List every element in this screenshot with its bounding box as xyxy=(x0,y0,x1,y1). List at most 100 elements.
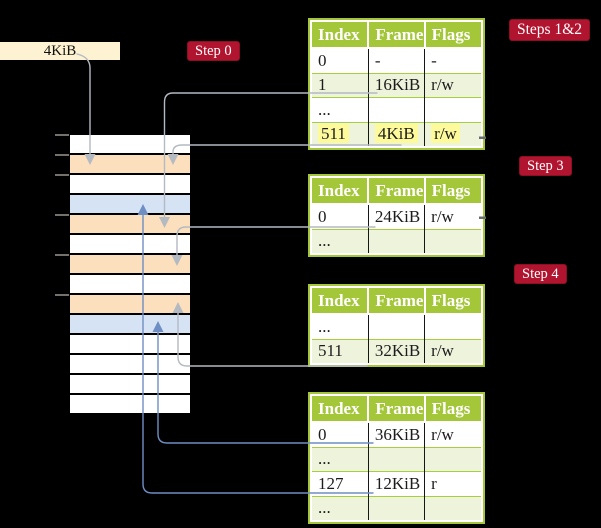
memory-frame-row-blue xyxy=(70,195,190,215)
table-cell xyxy=(424,313,481,339)
column-header: Frame xyxy=(367,396,425,422)
column-header: Flags xyxy=(423,178,481,204)
memory-frame-row-white xyxy=(70,355,190,375)
table-cell: 0 xyxy=(312,421,369,447)
table-cell: 24KiB xyxy=(367,203,425,229)
table-cell xyxy=(367,313,425,339)
table-cell xyxy=(367,495,425,520)
column-header: Index xyxy=(312,396,369,422)
column-header: Flags xyxy=(423,288,481,314)
table-row: ... xyxy=(312,228,481,253)
table-row: ... xyxy=(312,446,481,472)
badge-step-0: Step 0 xyxy=(187,41,240,61)
table-cell xyxy=(367,228,425,253)
memory-tick xyxy=(55,294,69,296)
table-cell: 127 xyxy=(312,471,369,496)
table-cell: r/w xyxy=(424,121,481,146)
highlighted-value: 511 xyxy=(318,124,349,144)
table-cell: r/w xyxy=(424,338,481,363)
memory-frame-row-white xyxy=(70,335,190,355)
table-cell: - xyxy=(367,47,425,73)
table-cell: 4KiB xyxy=(367,121,425,146)
table-cell xyxy=(367,97,425,122)
memory-frame-row-white xyxy=(70,235,190,255)
free-frame-size-box: 4KiB xyxy=(0,42,120,60)
memory-frame-row-white xyxy=(70,275,190,295)
table-row: ... xyxy=(312,495,481,520)
table-cell: 511 xyxy=(312,338,369,363)
memory-frame-row-orange xyxy=(70,155,190,175)
memory-tick xyxy=(55,214,69,216)
highlighted-value: r/w xyxy=(431,124,460,144)
table-cell: r/w xyxy=(424,72,481,98)
table-cell: r xyxy=(424,471,481,496)
table-row: ... xyxy=(312,97,481,122)
table-cell: 511 xyxy=(312,121,369,146)
physical-memory-stack xyxy=(68,133,192,417)
table-cell: ... xyxy=(312,495,369,520)
column-header: Index xyxy=(312,22,369,48)
column-header: Flags xyxy=(423,22,481,48)
table-row: 0-- xyxy=(312,47,481,73)
column-header: Index xyxy=(312,178,369,204)
column-header: Frame xyxy=(367,22,425,48)
highlighted-value: 4KiB xyxy=(374,124,418,144)
column-header: Index xyxy=(312,288,369,314)
memory-frame-row-white xyxy=(70,175,190,195)
table-cell xyxy=(367,446,425,472)
badge-step-3: Step 3 xyxy=(519,156,572,176)
memory-frame-row-orange xyxy=(70,255,190,275)
table-cell xyxy=(424,97,481,122)
table-cell: 32KiB xyxy=(367,338,425,363)
table-cell xyxy=(424,228,481,253)
free-frame-size-label: 4KiB xyxy=(43,43,77,59)
column-header: Frame xyxy=(367,178,425,204)
memory-frame-row-orange xyxy=(70,215,190,235)
table-cell xyxy=(424,495,481,520)
table-cell: r/w xyxy=(424,421,481,447)
memory-tick xyxy=(55,154,69,156)
badge-step-4: Step 4 xyxy=(514,264,567,284)
memory-frame-row-blue xyxy=(70,315,190,335)
memory-tick xyxy=(55,254,69,256)
table-cell: 12KiB xyxy=(367,471,425,496)
badge-steps-1-2: Steps 1&2 xyxy=(509,19,591,41)
memory-tick xyxy=(55,174,69,176)
column-header: Frame xyxy=(367,288,425,314)
memory-frame-row-white xyxy=(70,375,190,395)
table-row: 511 4KiB r/w xyxy=(312,121,481,146)
table-cell: ... xyxy=(312,313,369,339)
memory-tick xyxy=(55,134,69,136)
table-cell xyxy=(424,446,481,472)
memory-frame-row-white xyxy=(70,395,190,413)
table-cell: r/w xyxy=(424,203,481,229)
table-cell: - xyxy=(424,47,481,73)
table-cell: 0 xyxy=(312,203,369,229)
table-cell: 0 xyxy=(312,47,369,73)
memory-frame-row-white xyxy=(70,135,190,155)
column-header: Flags xyxy=(423,396,481,422)
table-row: ... xyxy=(312,313,481,339)
table-cell: ... xyxy=(312,446,369,472)
memory-frame-row-orange xyxy=(70,295,190,315)
table-cell: 1 xyxy=(312,72,369,98)
table-cell: ... xyxy=(312,97,369,122)
